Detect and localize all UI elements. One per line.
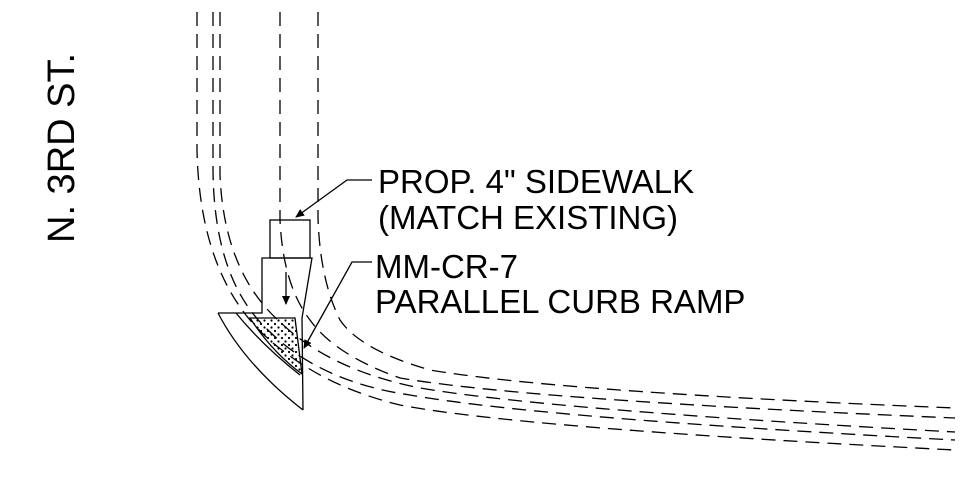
- existing-edge-line-2: [212, 12, 956, 441]
- existing-edge-line-5: [317, 12, 956, 409]
- curb-ramp-outline: [218, 257, 313, 319]
- sidewalk-callout-line1: PROP. 4" SIDEWALK: [378, 163, 694, 200]
- sidewalk-leader-line: [295, 179, 372, 218]
- existing-edge-line-4: [279, 12, 956, 419]
- proposed-curb-outer: [217, 312, 304, 411]
- curb-ramp-callout-line2: PARALLEL CURB RAMP: [375, 283, 745, 320]
- existing-edge-line-1: [196, 12, 956, 451]
- curb-ramp-leader-line: [303, 261, 372, 349]
- existing-edge-line-3: [219, 12, 956, 433]
- sidewalk-callout-line2: (MATCH EXISTING): [378, 199, 678, 236]
- curb-ramp-back-edge: [301, 317, 304, 411]
- curb-ramp-callout-line1: MM-CR-7: [375, 248, 518, 285]
- proposed-curb-inner: [235, 312, 301, 376]
- street-name-label: N. 3RD ST.: [41, 53, 83, 243]
- detectable-warning-field: [248, 317, 303, 376]
- proposed-sidewalk-box: [269, 219, 311, 259]
